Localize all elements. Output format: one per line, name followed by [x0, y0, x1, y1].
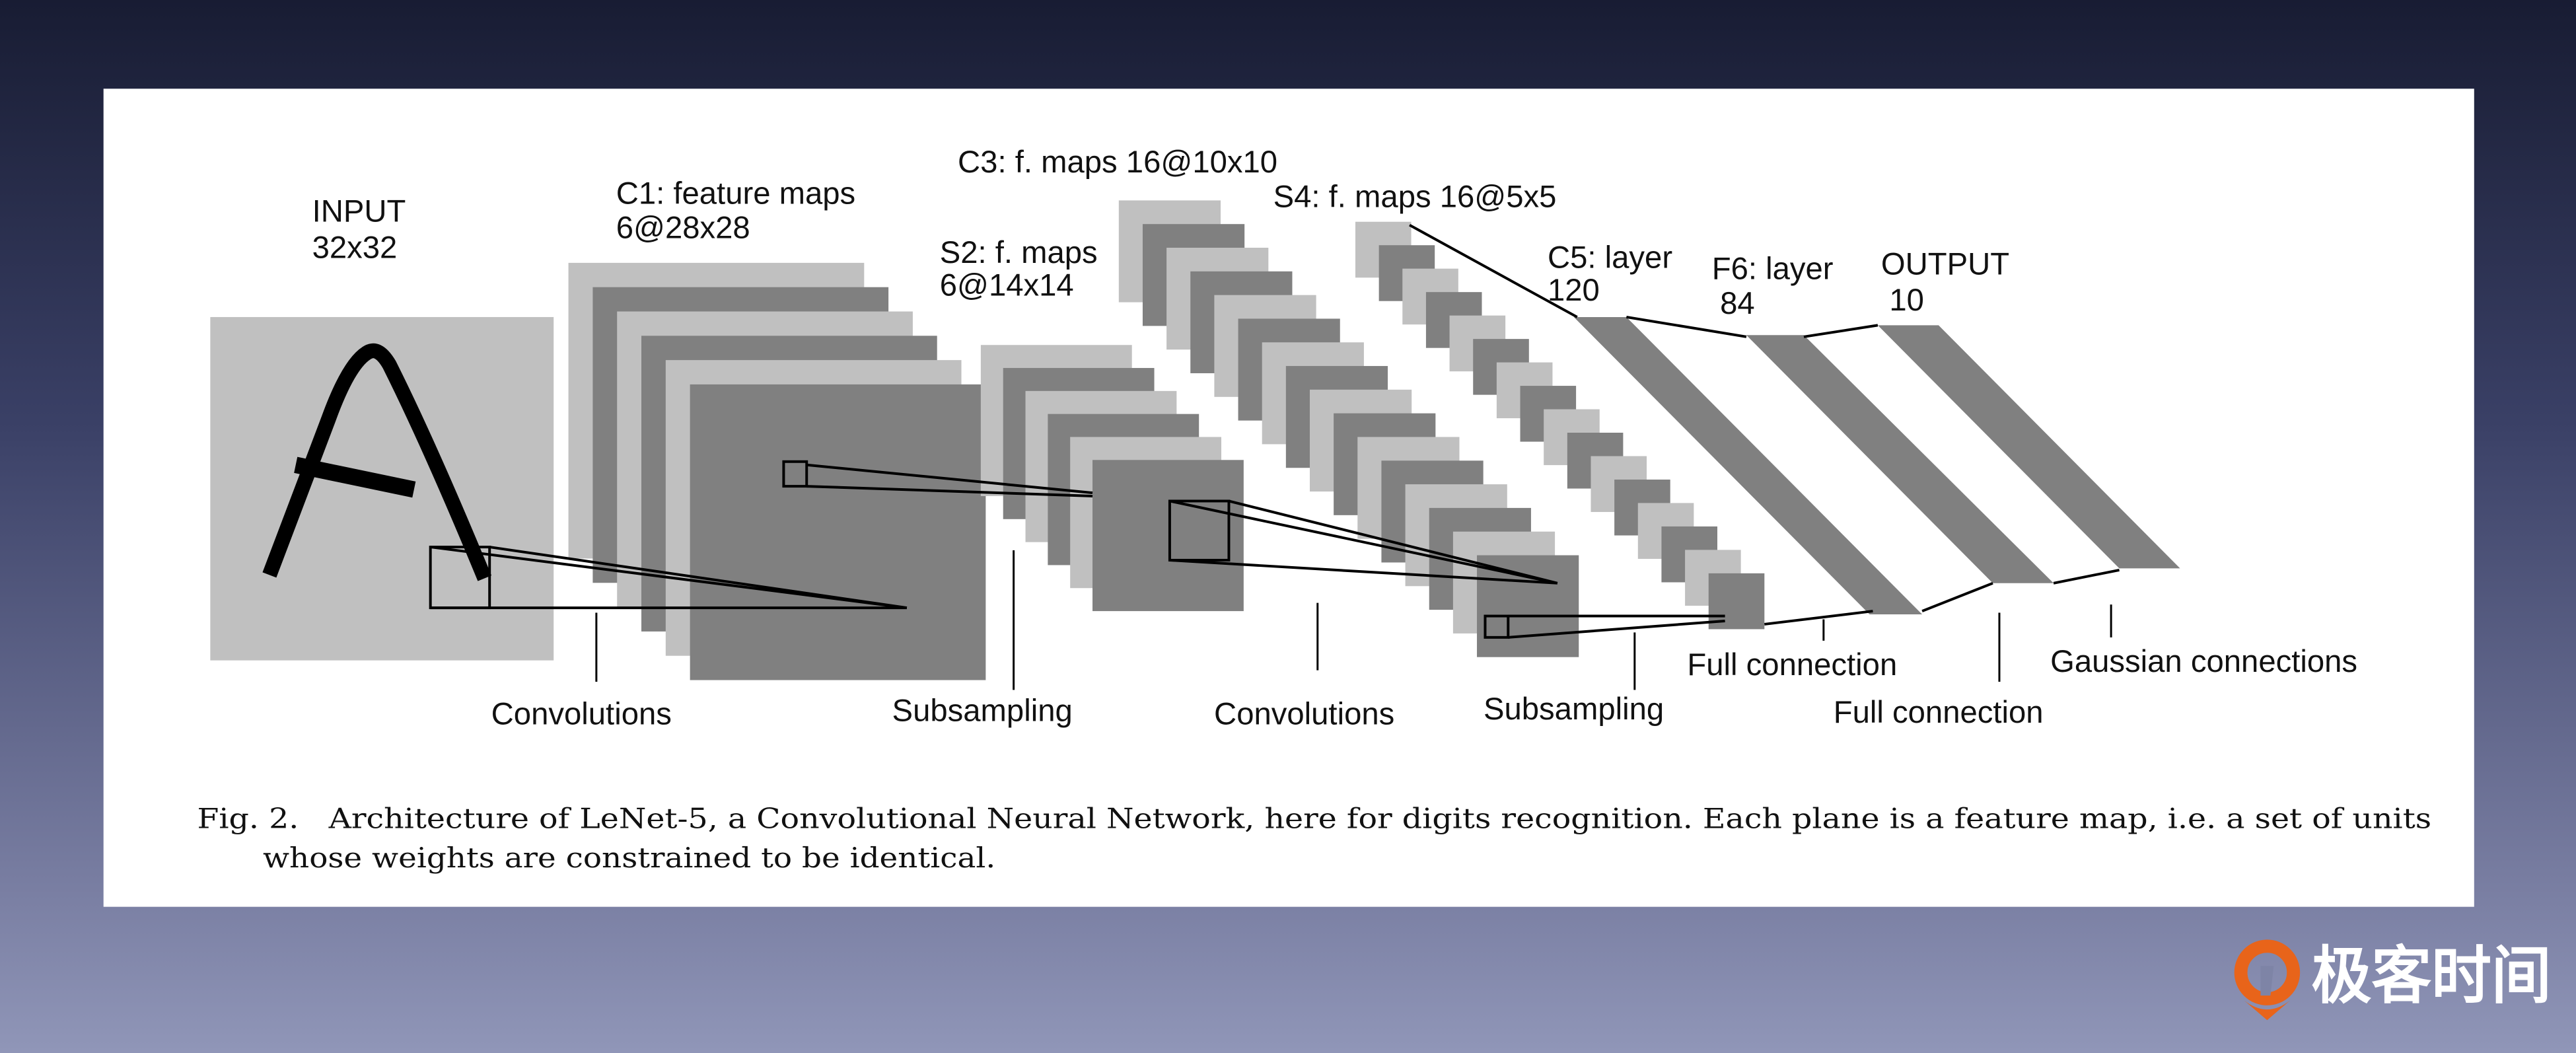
output-size-label: 10	[1889, 283, 1924, 318]
gaussian-label: Gaussian connections	[2050, 644, 2357, 679]
f6-layer-band	[1746, 335, 2054, 583]
s4-feature-map	[1708, 573, 1765, 630]
full1-label: Full connection	[1687, 647, 1897, 682]
logo-text: 极客时间	[2312, 939, 2552, 1012]
caption-line-1: Fig. 2. Architecture of LeNet-5, a Convo…	[197, 802, 2431, 834]
c1-receptive-field	[782, 460, 808, 488]
full2-label: Full connection	[1834, 695, 2044, 730]
sub2-label: Subsampling	[1484, 692, 1664, 727]
geektime-logo: 极客时间	[2234, 939, 2552, 1021]
c5-layer-band	[1573, 316, 1923, 615]
s4-label: S4: f. maps 16@5x5	[1273, 179, 1557, 214]
s2-size-label: 6@14x14	[940, 268, 1074, 303]
c3-label: C3: f. maps 16@10x10	[958, 145, 1277, 180]
s2-receptive-field	[1168, 499, 1231, 562]
c3-feature-map	[1477, 555, 1579, 657]
output-label: OUTPUT	[1881, 246, 2009, 281]
conv1-label: Convolutions	[491, 697, 672, 732]
caption-line-2: whose weights are constrained to be iden…	[263, 842, 995, 874]
input-label: INPUT	[312, 194, 406, 229]
handwritten-a-glyph	[262, 343, 492, 581]
f6-label: F6: layer	[1712, 252, 1834, 287]
c5-label: C5: layer	[1548, 240, 1672, 275]
c5-size-label: 120	[1548, 273, 1600, 308]
c1-feature-map	[690, 384, 986, 680]
feature-map-stacks	[568, 200, 1765, 680]
connection-lines	[429, 223, 2120, 690]
logo-icon	[2234, 939, 2301, 1021]
s2-label: S2: f. maps	[940, 235, 1098, 270]
c1-size-label: 6@28x28	[616, 211, 750, 246]
c1-label: C1: feature maps	[616, 176, 855, 211]
sub1-label: Subsampling	[892, 694, 1073, 729]
conv2-label: Convolutions	[1214, 697, 1394, 732]
input-size-label: 32x32	[312, 230, 398, 265]
s2-feature-map	[1092, 460, 1244, 612]
output-layer-band	[1877, 325, 2180, 569]
f6-size-label: 84	[1720, 286, 1755, 321]
c3-receptive-field	[1484, 614, 1510, 639]
